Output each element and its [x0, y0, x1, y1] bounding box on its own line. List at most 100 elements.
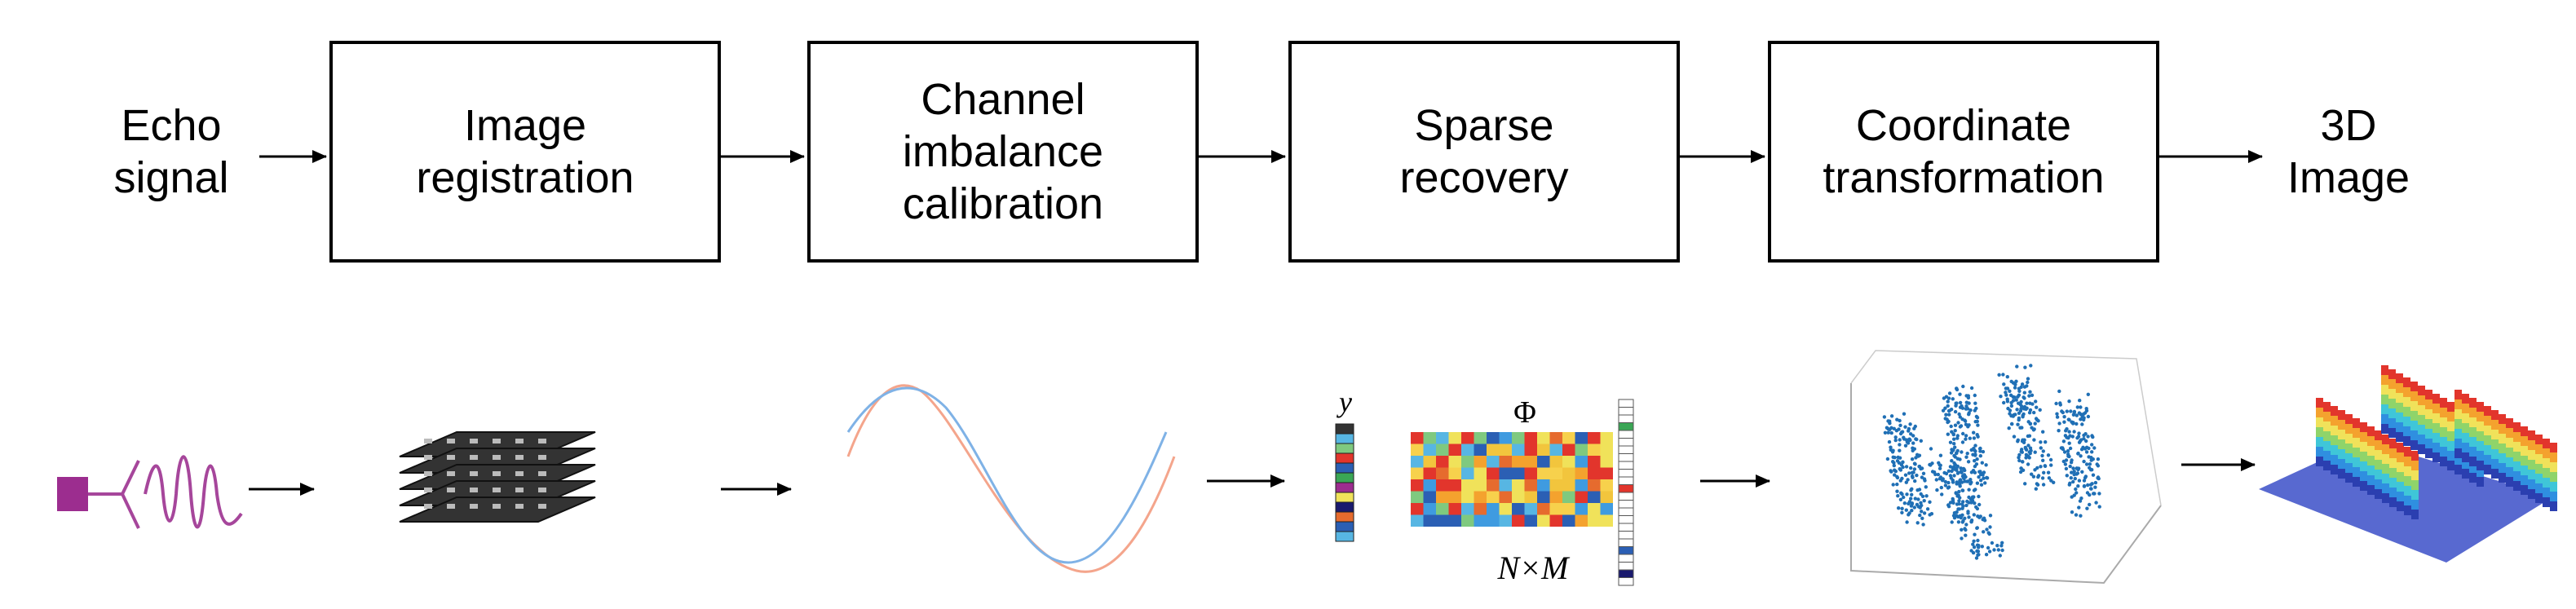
cloud-point	[2079, 417, 2083, 421]
cloud-point	[1910, 474, 1915, 479]
surface-bar-segment	[2388, 369, 2396, 379]
cloud-point	[1898, 468, 1903, 472]
cloud-point	[1967, 401, 1971, 405]
cloud-point	[2009, 421, 2014, 426]
surface-bar-segment	[2440, 398, 2447, 408]
cloud-point	[2055, 412, 2059, 416]
cloud-point	[2071, 421, 2075, 426]
surface-bar-segment	[2331, 406, 2338, 416]
cloud-point	[1910, 509, 1914, 513]
cloud-point	[1914, 456, 1918, 460]
cloud-point	[1960, 488, 1964, 492]
cloud-point	[1911, 434, 1915, 438]
cloud-point	[2082, 479, 2087, 483]
cloud-point	[1902, 501, 1907, 505]
cloud-point	[2016, 438, 2020, 442]
cloud-point	[2074, 421, 2079, 426]
surface-bar-segment	[2484, 435, 2491, 445]
cloud-point	[1952, 461, 1956, 466]
phi-cell	[1575, 514, 1588, 527]
phi-cell	[1474, 479, 1487, 492]
phi-cell	[1575, 444, 1588, 456]
surface-bar-segment	[2535, 474, 2543, 483]
cloud-point	[2077, 431, 2081, 435]
cloud-point	[2021, 395, 2026, 399]
cloud-point	[1976, 423, 1980, 427]
phi-cell	[1575, 491, 1588, 503]
surface-bar-segment	[2411, 510, 2419, 519]
surface-bar-segment	[2397, 501, 2404, 511]
cloud-point	[2082, 459, 2086, 464]
cloud-point	[2069, 409, 2073, 413]
surface-bar-segment	[2411, 470, 2419, 480]
cloud-point	[2004, 391, 2008, 395]
cloud-point	[1971, 550, 1976, 555]
phi-cell	[1512, 479, 1525, 492]
cloud-point	[1902, 495, 1906, 500]
surface-bar-segment	[2375, 450, 2382, 460]
surface-bar-segment	[2411, 500, 2419, 510]
phi-cell	[1461, 467, 1474, 479]
surface-bar-segment	[2323, 421, 2331, 431]
surface-bar-segment	[2499, 414, 2506, 424]
cloud-point	[1964, 523, 1968, 527]
surface-bar-segment	[2513, 461, 2521, 471]
cloud-point	[1919, 492, 1923, 496]
cloud-point	[2080, 422, 2084, 426]
surface-bar-segment	[2323, 431, 2331, 441]
surface-bar-segment	[2367, 475, 2375, 485]
cloud-point	[1893, 473, 1897, 477]
cloud-point	[1972, 488, 1977, 492]
cloud-point	[1973, 532, 1977, 536]
x-vector	[1618, 399, 1634, 586]
surface-bar-segment	[2345, 473, 2353, 483]
cloud-point	[2082, 416, 2086, 420]
cloud-point	[1900, 506, 1904, 510]
cloud-point	[1968, 436, 1972, 440]
cloud-point	[1891, 483, 1895, 487]
cloud-point	[1947, 413, 1951, 417]
cloud-point	[2086, 414, 2091, 419]
cloud-point	[2048, 457, 2053, 462]
cloud-point	[2084, 439, 2088, 444]
cloud-point	[2049, 463, 2053, 467]
cloud-point	[1973, 501, 1977, 505]
surface-bar-segment	[2323, 441, 2331, 451]
cloud-point	[2024, 452, 2029, 457]
cloud-point	[1969, 501, 1973, 505]
cloud-point	[1953, 429, 1957, 433]
phi-cell	[1537, 503, 1550, 515]
cloud-point	[1911, 441, 1915, 445]
surface-bar-segment	[2543, 458, 2550, 468]
surface-bar-segment	[2360, 452, 2367, 461]
y-cell	[1335, 472, 1354, 483]
phi-cell	[1549, 491, 1562, 503]
image-slice-detail	[470, 488, 478, 492]
cloud-point	[2019, 399, 2023, 404]
cloud-point	[1955, 451, 1959, 455]
surface-bar-segment	[2462, 433, 2469, 443]
surface-bar-segment	[2367, 466, 2375, 475]
cloud-point	[1896, 455, 1900, 460]
surface-bar-segment	[2454, 439, 2462, 448]
cloud-point	[1898, 448, 1902, 452]
cloud-point	[1898, 438, 1902, 442]
cloud-point	[2065, 427, 2069, 431]
phi-cell	[1487, 444, 1500, 456]
surface-bar-segment	[2381, 375, 2388, 385]
cloud-point	[1990, 541, 1995, 545]
cloud-point	[2017, 452, 2021, 457]
cloud-point	[1957, 412, 1961, 417]
cloud-point	[2076, 435, 2081, 439]
surface-bar-segment	[2345, 444, 2353, 453]
cloud-point	[2026, 444, 2030, 448]
surface-bar-segment	[2411, 461, 2419, 470]
cloud-point	[1891, 448, 1895, 452]
surface-bar-segment	[2432, 433, 2440, 443]
cloud-point	[2014, 398, 2018, 402]
x-cell	[1618, 492, 1634, 501]
surface-bar-segment	[2316, 457, 2323, 466]
cloud-point	[2079, 514, 2083, 518]
phi-cell	[1562, 432, 1575, 444]
